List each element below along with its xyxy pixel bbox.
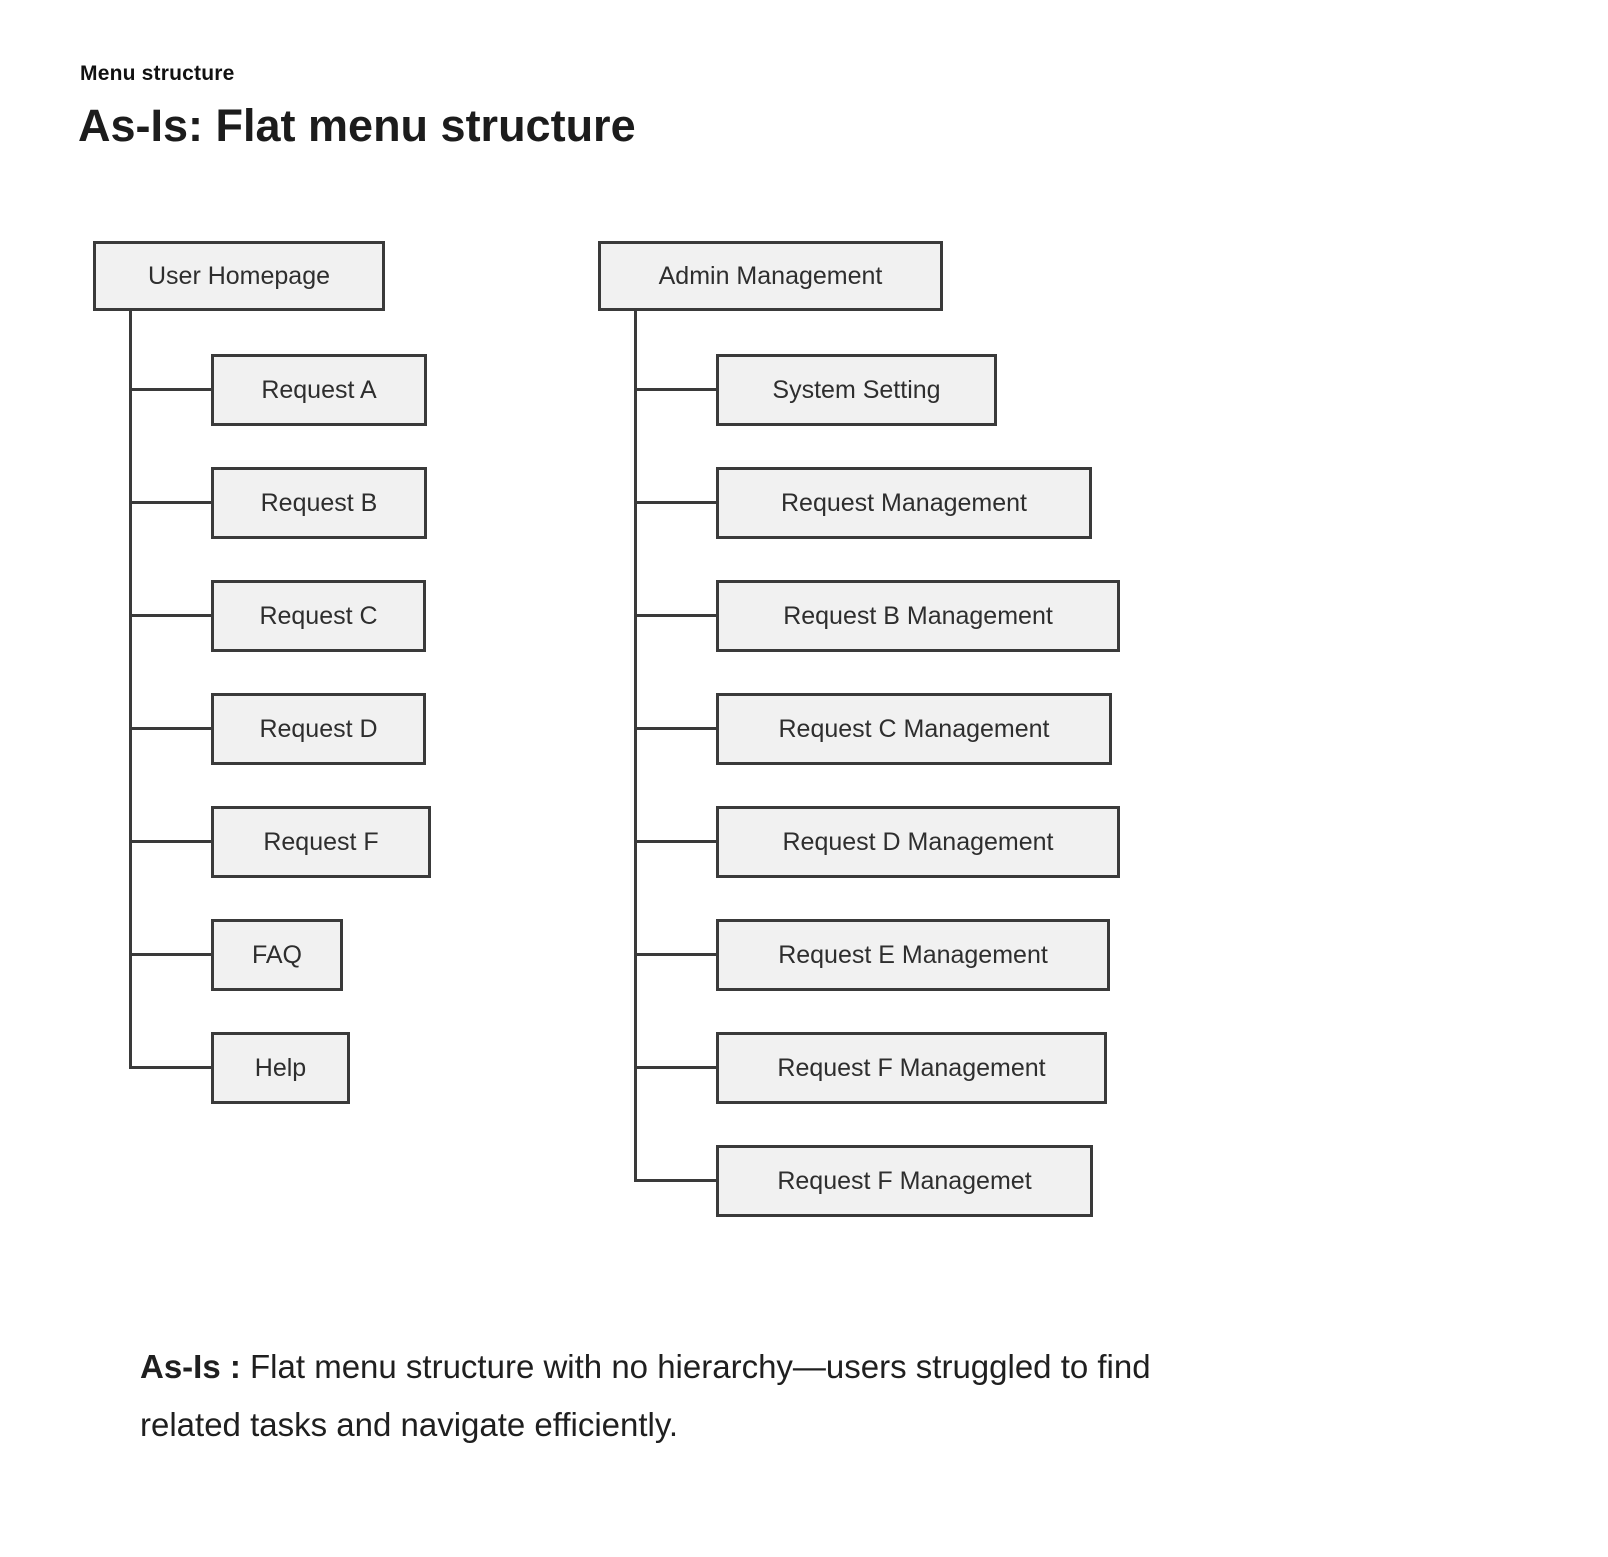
- node-request-d: Request D: [211, 693, 426, 765]
- tree-trunk-line: [634, 311, 637, 1182]
- eyebrow-label: Menu structure: [80, 62, 235, 85]
- node-admin-management: Admin Management: [598, 241, 943, 311]
- tree-connector: [634, 1066, 716, 1069]
- tree-connector: [129, 501, 211, 504]
- caption: As-Is : Flat menu structure with no hier…: [140, 1338, 1480, 1454]
- tree-connector: [634, 388, 716, 391]
- tree-connector: [634, 501, 716, 504]
- tree-connector: [129, 840, 211, 843]
- node-faq: FAQ: [211, 919, 343, 991]
- tree-connector: [634, 727, 716, 730]
- caption-line-2: related tasks and navigate efficiently.: [140, 1406, 679, 1443]
- caption-lead: As-Is :: [140, 1348, 241, 1385]
- caption-line-1-text: Flat menu structure with no hierarchy—us…: [240, 1348, 1151, 1385]
- tree-connector: [634, 1179, 716, 1182]
- node-request-a: Request A: [211, 354, 427, 426]
- node-request-c: Request C: [211, 580, 426, 652]
- tree-connector: [129, 388, 211, 391]
- node-help: Help: [211, 1032, 350, 1104]
- node-request-b: Request B: [211, 467, 427, 539]
- page-title: As-Is: Flat menu structure: [78, 100, 636, 151]
- tree-connector: [634, 614, 716, 617]
- node-request-b-management: Request B Management: [716, 580, 1120, 652]
- node-request-f-management: Request F Management: [716, 1032, 1107, 1104]
- node-request-d-management: Request D Management: [716, 806, 1120, 878]
- tree-connector: [634, 840, 716, 843]
- node-user-homepage: User Homepage: [93, 241, 385, 311]
- tree-connector: [634, 953, 716, 956]
- node-request-management: Request Management: [716, 467, 1092, 539]
- node-request-e-management: Request E Management: [716, 919, 1110, 991]
- caption-line-1: As-Is : Flat menu structure with no hier…: [140, 1338, 1480, 1396]
- node-system-setting: System Setting: [716, 354, 997, 426]
- node-request-c-management: Request C Management: [716, 693, 1112, 765]
- tree-connector: [129, 953, 211, 956]
- tree-connector: [129, 614, 211, 617]
- tree-trunk-line: [129, 311, 132, 1069]
- tree-connector: [129, 1066, 211, 1069]
- tree-connector: [129, 727, 211, 730]
- node-request-f: Request F: [211, 806, 431, 878]
- node-request-f-managemet: Request F Managemet: [716, 1145, 1093, 1217]
